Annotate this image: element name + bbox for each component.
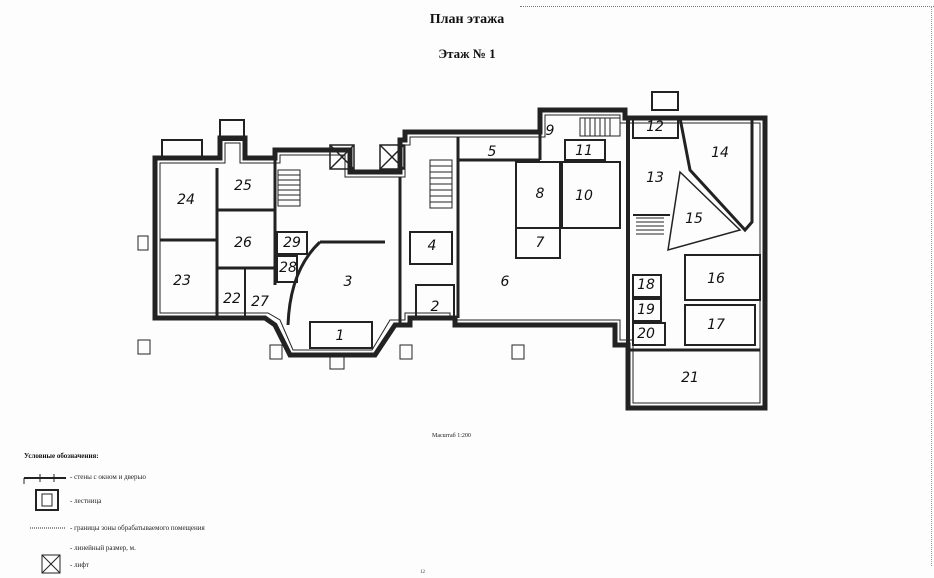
outer-wall-left-wing bbox=[152, 107, 768, 411]
room-number: 8 bbox=[535, 186, 545, 202]
legend-title: Условные обозначения: bbox=[24, 452, 99, 460]
legend-item-dimension: - линейный размер, м. bbox=[70, 544, 136, 552]
room-18-box bbox=[632, 274, 662, 298]
room-14-outline bbox=[678, 116, 754, 233]
legend-wall-symbol bbox=[23, 474, 66, 484]
legend-item-zone: - границы зоны обрабатываемого помещения bbox=[70, 524, 205, 532]
room-number: 4 bbox=[427, 238, 437, 254]
room-number: 29 bbox=[283, 235, 301, 251]
room-28-box bbox=[276, 255, 298, 283]
room-number: 22 bbox=[223, 291, 241, 307]
room-number: 27 bbox=[251, 294, 269, 310]
stair-right-lower bbox=[636, 217, 664, 235]
room-19-box bbox=[632, 298, 662, 322]
floor-title: Этаж № 1 bbox=[438, 46, 496, 61]
room-number: 3 bbox=[343, 274, 353, 290]
room-number: 17 bbox=[707, 317, 725, 333]
legend-elevator-symbol bbox=[41, 554, 61, 574]
room-number: 16 bbox=[707, 271, 725, 287]
room-1-box bbox=[309, 321, 373, 349]
column-1 bbox=[137, 339, 151, 355]
legend-stair-symbol bbox=[35, 489, 59, 511]
room-number: 15 bbox=[685, 211, 703, 227]
room-number: 28 bbox=[279, 260, 297, 276]
elevator-2 bbox=[379, 144, 405, 170]
room-number: 11 bbox=[575, 143, 593, 159]
plan-title: План этажа bbox=[429, 12, 505, 27]
room-number: 23 bbox=[173, 273, 191, 289]
room-29-box bbox=[276, 231, 308, 255]
legend-item-elevator: - лифт bbox=[70, 561, 89, 569]
room-4-box bbox=[409, 231, 453, 265]
room-16-box bbox=[684, 254, 761, 301]
top-border-line bbox=[520, 6, 934, 7]
outer-wall-inner-line bbox=[159, 114, 761, 404]
room-number: 7 bbox=[535, 235, 545, 251]
room-11-box bbox=[564, 139, 606, 161]
room-number: 9 bbox=[545, 123, 555, 139]
column-6 bbox=[329, 354, 345, 370]
elevator-1 bbox=[329, 144, 355, 170]
hall-3-curve bbox=[286, 240, 322, 326]
column-4 bbox=[511, 344, 525, 360]
column-5 bbox=[137, 235, 149, 251]
room-2-box bbox=[415, 284, 455, 320]
room-12-box bbox=[632, 117, 679, 139]
legend-item-stairs: - лестница bbox=[70, 497, 102, 505]
room-number: 19 bbox=[637, 302, 655, 318]
right-border-line bbox=[931, 6, 932, 566]
room-number: 21 bbox=[681, 370, 699, 386]
room-17-box bbox=[684, 304, 756, 346]
elevator-bump-top bbox=[651, 91, 679, 111]
stair-left bbox=[277, 169, 301, 207]
room-number: 2 bbox=[430, 299, 440, 315]
room-10-box bbox=[561, 161, 621, 229]
stair-bump-left bbox=[219, 119, 245, 141]
room-number: 14 bbox=[711, 145, 729, 161]
room-20-box bbox=[632, 322, 666, 346]
scale-label: Масштаб 1:200 bbox=[432, 433, 471, 439]
room-number: 5 bbox=[487, 144, 497, 160]
room-7-box bbox=[515, 227, 561, 259]
room-number: 26 bbox=[234, 235, 252, 251]
room-15-outline bbox=[667, 170, 742, 252]
entry-box-top bbox=[161, 139, 203, 159]
room-number: 6 bbox=[500, 274, 510, 290]
room-number: 24 bbox=[177, 192, 195, 208]
room-number: 1 bbox=[335, 328, 345, 344]
room-number: 12 bbox=[646, 119, 664, 135]
page-mark: 12 bbox=[420, 570, 425, 575]
room-number: 10 bbox=[575, 188, 593, 204]
stair-middle bbox=[429, 159, 453, 209]
room-number: 20 bbox=[637, 326, 655, 342]
room-number: 25 bbox=[234, 178, 252, 194]
column-3 bbox=[399, 344, 413, 360]
legend-item-walls: - стены с окном и дверью bbox=[70, 473, 146, 481]
column-2 bbox=[269, 344, 283, 360]
room-number: 18 bbox=[637, 277, 655, 293]
room-number: 13 bbox=[646, 170, 664, 186]
stair-right bbox=[579, 117, 621, 137]
